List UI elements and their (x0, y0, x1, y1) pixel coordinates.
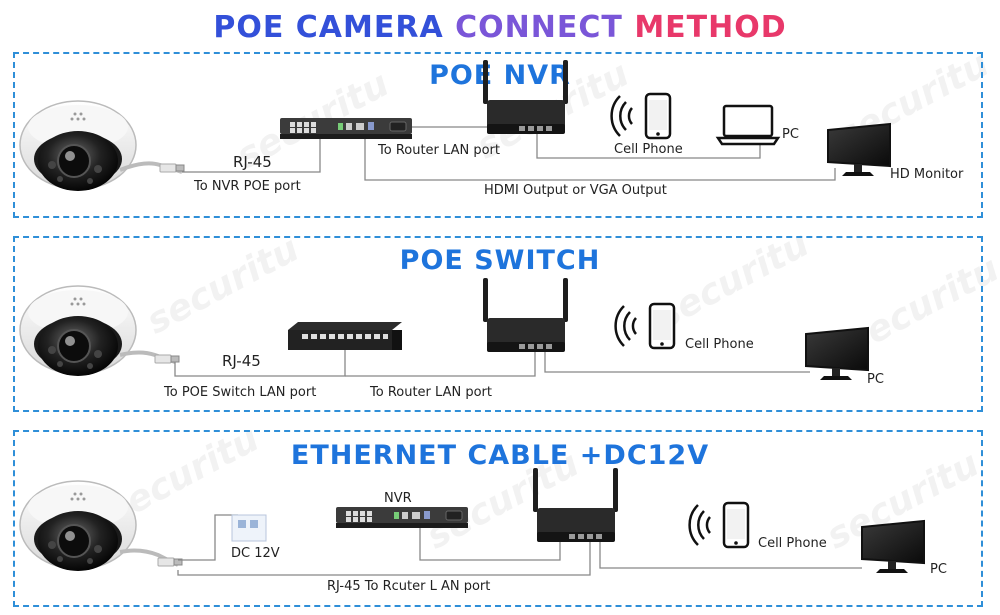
laptop-icon (716, 104, 780, 146)
label-to-router-lan-port: To Router LAN port (378, 143, 500, 158)
label-nvr: NVR (384, 491, 412, 506)
label-pc: PC (782, 127, 799, 142)
poe-switch-icon (288, 322, 402, 350)
router-icon (483, 60, 568, 134)
label-cell-phone: Cell Phone (614, 142, 683, 157)
router-icon (483, 278, 568, 352)
nvr-recorder-icon (335, 506, 469, 529)
panel-title-poe-switch: POE SWITCH (399, 245, 601, 276)
router-icon (533, 468, 618, 542)
panel-2-graphics (19, 278, 869, 381)
cell-phone-icon (614, 302, 676, 350)
label-cell-phone: Cell Phone (758, 536, 827, 551)
panel-title-ethernet-dc12v: ETHERNET CABLE +DC12V (290, 440, 710, 471)
panel-ethernet-dc12v (13, 430, 983, 607)
hd-monitor-icon (827, 123, 891, 177)
dome-camera-icon (19, 480, 137, 572)
panel-title-poe-nvr: POE NVR (429, 60, 571, 91)
nvr-recorder-icon (279, 117, 413, 140)
label-cell-phone: Cell Phone (685, 337, 754, 352)
label-rj45-to-router-lan-port: RJ-45 To Rcuter L AN port (327, 579, 491, 594)
cell-phone-icon (688, 501, 750, 549)
label-pc: PC (930, 562, 947, 577)
dome-camera-icon (19, 285, 137, 377)
panel-poe-nvr (13, 52, 983, 218)
panel-3-graphics (19, 468, 925, 576)
label-to-router-lan-port: To Router LAN port (370, 385, 492, 400)
panel-1-graphics (19, 60, 891, 192)
dome-camera-icon (19, 100, 137, 192)
label-hdmi-vga-output: HDMI Output or VGA Output (484, 183, 667, 198)
label-to-poe-switch-lan-port: To POE Switch LAN port (164, 385, 317, 400)
main-title: POE CAMERA CONNECT METHOD (0, 10, 1000, 45)
rj45-plug-icon (159, 163, 185, 173)
rj45-plug-icon (157, 557, 183, 567)
panel-poe-switch (13, 236, 983, 412)
title-word-1: POE CAMERA (213, 10, 444, 45)
label-rj45: RJ-45 (222, 352, 261, 370)
title-word-3: METHOD (634, 10, 787, 45)
pc-monitor-icon (805, 327, 869, 381)
label-dc12v: DC 12V (231, 546, 280, 561)
label-to-nvr-poe-port: To NVR POE port (194, 179, 301, 194)
dc12v-power-adapter-icon (231, 514, 267, 542)
pc-monitor-icon (861, 520, 925, 574)
label-hd-monitor: HD Monitor (890, 167, 964, 182)
rj45-plug-icon (154, 354, 180, 364)
label-rj45: RJ-45 (233, 153, 272, 171)
label-pc: PC (867, 372, 884, 387)
cell-phone-icon (610, 92, 672, 140)
title-word-2: CONNECT (455, 10, 623, 45)
